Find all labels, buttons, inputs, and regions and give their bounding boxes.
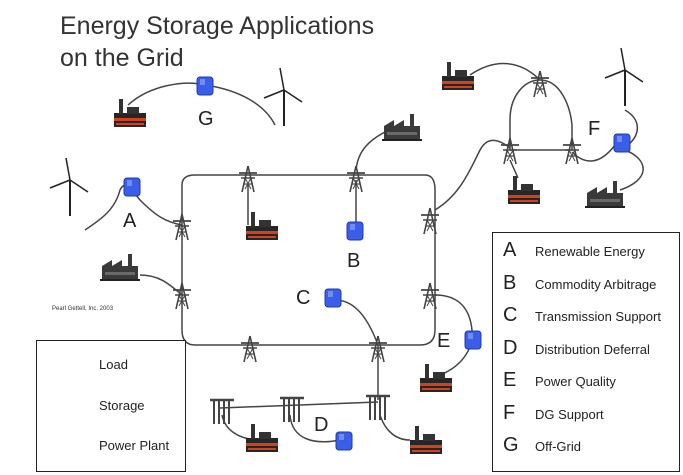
line-e (434, 294, 473, 376)
load-e (420, 364, 452, 392)
application-name: Distribution Deferral (535, 341, 650, 357)
pole-mid (278, 396, 306, 424)
line-to-f (434, 139, 511, 211)
application-letter: D (503, 336, 518, 359)
load-f-top (442, 62, 474, 90)
tower-right-top (420, 207, 440, 235)
site-label-e: E (437, 330, 451, 352)
application-name: Renewable Energy (535, 244, 645, 259)
application-letter: F (503, 401, 516, 424)
line-f-storage (571, 144, 616, 162)
site-label-c: C (296, 287, 311, 309)
line-f-loop (509, 79, 573, 150)
symbol-legend: Load Storage Power Plant (36, 340, 186, 472)
load-top-left (246, 212, 278, 240)
power-plant-b (382, 114, 422, 141)
site-label-g: G (198, 108, 214, 130)
credit-text: Pearl Gettell, Inc. 2003 (52, 306, 114, 312)
legend-power-plant-label: Power Plant (99, 438, 170, 453)
application-name: DG Support (535, 406, 604, 422)
legend-load-label: Load (99, 357, 128, 372)
power-plant-f (585, 181, 625, 208)
tower-bottom-left (240, 335, 260, 363)
load-f (508, 176, 540, 204)
application-name: Commodity Arbitrage (535, 276, 657, 292)
application-letter: C (503, 304, 518, 326)
application-name: Power Quality (535, 374, 616, 389)
load-d-left (246, 424, 278, 452)
title-line-2: on the Grid (60, 44, 184, 72)
site-label-d: D (314, 414, 329, 436)
application-letter: E (503, 369, 517, 391)
line-d-load-right (379, 414, 411, 441)
application-letter: G (503, 434, 519, 456)
pole-left (208, 398, 236, 426)
power-plant-a (100, 254, 140, 281)
legend-storage-label: Storage (99, 398, 145, 413)
line-f-turbine (624, 109, 639, 146)
application-name: Transmission Support (535, 309, 661, 324)
line-f-load (509, 159, 519, 179)
line-plant-a (139, 274, 183, 296)
line-d-load-left (221, 414, 256, 441)
storage-d (335, 431, 353, 451)
wind-turbine-f (604, 47, 644, 107)
line-c (334, 299, 379, 346)
storage-a (123, 177, 141, 197)
application-letter: B (503, 271, 517, 294)
line-d-storage (289, 414, 341, 443)
site-label-a: A (123, 210, 137, 232)
load-d-right (410, 426, 442, 454)
site-label-f: F (588, 118, 601, 140)
application-name: Off-Grid (535, 439, 581, 454)
storage-b (346, 221, 364, 241)
wind-turbine-a (49, 157, 89, 217)
storage-e (464, 330, 482, 350)
line-f-plant (619, 149, 644, 191)
title-line-1: Energy Storage Applications (60, 12, 375, 40)
transmission-ring (181, 174, 436, 346)
site-label-b: B (347, 250, 361, 272)
application-letter: A (503, 239, 517, 261)
tower-right-bottom (420, 282, 440, 310)
line-f-load-top (469, 62, 541, 81)
diagram-title: Energy Storage Applications on the Grid (60, 10, 374, 74)
storage-g (196, 76, 214, 96)
storage-c (324, 288, 342, 308)
line-plant-b (355, 131, 386, 171)
storage-f (613, 133, 631, 153)
